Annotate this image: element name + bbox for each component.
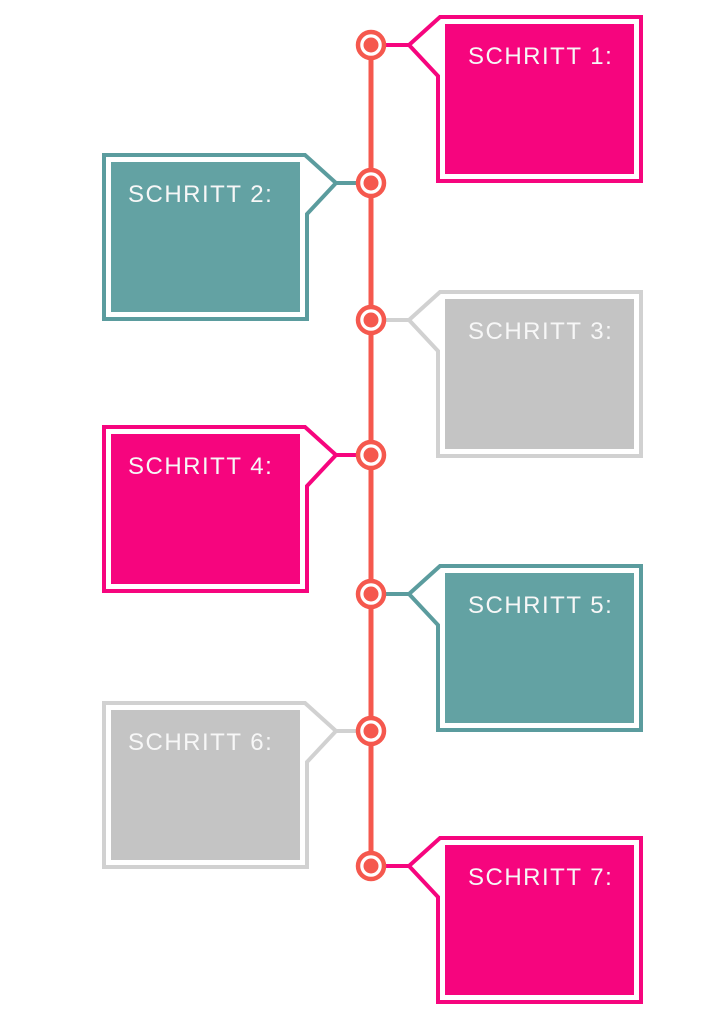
step-2-label: SCHRITT 2:	[128, 181, 274, 208]
timeline-node-4	[355, 439, 387, 471]
step-2-box-fill	[111, 162, 300, 312]
timeline-node-6	[355, 715, 387, 747]
step-callout-2	[102, 153, 359, 321]
timeline-node-7	[355, 850, 387, 882]
step-callout-6	[102, 701, 359, 869]
node-5-dot	[363, 586, 379, 602]
step-7-box-fill	[445, 845, 634, 995]
step-callout-1	[383, 15, 643, 183]
step-4-box-fill	[111, 434, 300, 584]
step-1-label: SCHRITT 1:	[468, 43, 614, 70]
step-callout-7	[383, 836, 643, 1004]
node-1-dot	[363, 37, 379, 53]
timeline-node-3	[355, 304, 387, 336]
step-3-label: SCHRITT 3:	[468, 318, 614, 345]
step-callout-5	[383, 564, 643, 732]
node-3-dot	[363, 312, 379, 328]
step-callout-4	[102, 425, 359, 593]
node-7-dot	[363, 858, 379, 874]
step-7-label: SCHRITT 7:	[468, 864, 614, 891]
step-6-box-fill	[111, 710, 300, 860]
step-5-label: SCHRITT 5:	[468, 592, 614, 619]
node-4-dot	[363, 447, 379, 463]
timeline-node-1	[355, 29, 387, 61]
step-callout-3	[383, 290, 643, 458]
step-3-box-fill	[445, 299, 634, 449]
timeline-node-2	[355, 167, 387, 199]
node-6-dot	[363, 723, 379, 739]
step-1-box-fill	[445, 24, 634, 174]
step-4-label: SCHRITT 4:	[128, 453, 274, 480]
node-2-dot	[363, 175, 379, 191]
step-6-label: SCHRITT 6:	[128, 729, 274, 756]
timeline-node-5	[355, 578, 387, 610]
step-5-box-fill	[445, 573, 634, 723]
